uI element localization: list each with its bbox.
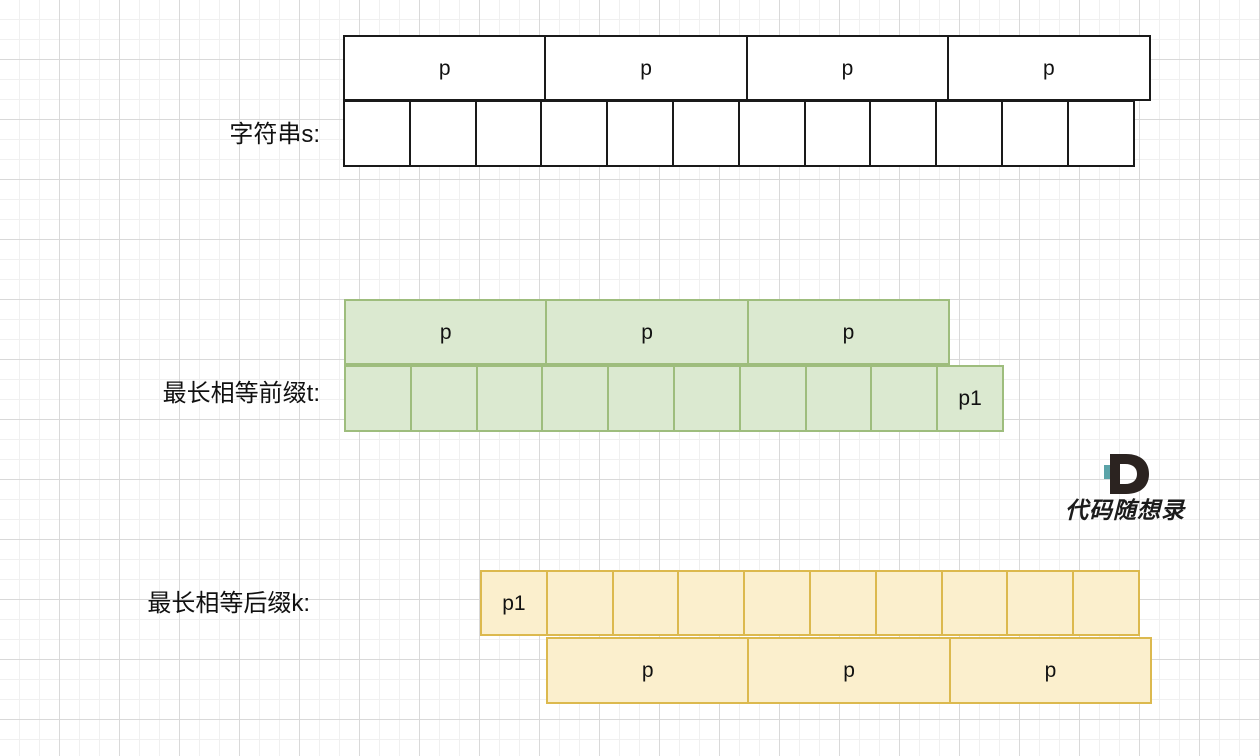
string-s-lower-cell-empty bbox=[1066, 100, 1135, 167]
prefix-t-lower-row: p1 bbox=[344, 365, 1004, 432]
string-s-upper-cell-p: p bbox=[947, 35, 1151, 101]
suffix-k-upper-cell-empty bbox=[743, 570, 811, 636]
prefix-t-lower-cell-empty bbox=[672, 365, 741, 432]
label-prefix-t: 最长相等前缀t: bbox=[162, 380, 320, 407]
suffix-k-upper-cell-empty bbox=[940, 570, 1009, 636]
suffix-k-upper-cell-empty bbox=[874, 570, 943, 636]
suffix-k-upper-cell-empty bbox=[808, 570, 877, 636]
string-s-lower-cell-empty bbox=[671, 100, 740, 167]
string-s-upper-cell-p: p bbox=[544, 35, 748, 101]
suffix-k-upper-cell-empty bbox=[545, 570, 614, 636]
string-s-lower-row bbox=[343, 100, 1135, 167]
suffix-k-upper-cell-empty bbox=[677, 570, 746, 636]
string-s-lower-cell-empty bbox=[606, 100, 674, 167]
watermark-text: 代码随想录 bbox=[1065, 497, 1185, 524]
label-string-s: 字符串s: bbox=[229, 121, 320, 148]
string-s-lower-cell-empty bbox=[803, 100, 872, 167]
string-s-lower-cell-empty bbox=[1000, 100, 1069, 167]
prefix-t-lower-cell-empty bbox=[607, 365, 675, 432]
prefix-t-lower-cell-empty bbox=[409, 365, 478, 432]
string-s-lower-cell-empty bbox=[408, 100, 477, 167]
prefix-t-lower-cell-empty bbox=[344, 365, 412, 432]
prefix-t-lower-cell-empty bbox=[870, 365, 939, 432]
suffix-k-lower-cell-p: p bbox=[546, 637, 750, 704]
prefix-t-lower-cell-p1: p1 bbox=[936, 365, 1004, 432]
suffix-k-lower-cell-p: p bbox=[747, 637, 951, 704]
string-s-lower-cell-empty bbox=[737, 100, 806, 167]
prefix-t-lower-cell-empty bbox=[804, 365, 873, 432]
prefix-t-lower-cell-empty bbox=[475, 365, 544, 432]
string-s-lower-cell-empty bbox=[540, 100, 609, 167]
prefix-t-lower-cell-empty bbox=[738, 365, 807, 432]
string-s-upper-cell-p: p bbox=[745, 35, 950, 101]
string-s-upper-cell-p: p bbox=[343, 35, 547, 101]
prefix-t-upper-cell-p: p bbox=[746, 299, 951, 365]
prefix-t-lower-cell-empty bbox=[541, 365, 610, 432]
suffix-k-lower-cell-p: p bbox=[948, 637, 1153, 704]
suffix-k-upper-cell-empty bbox=[1072, 570, 1140, 636]
suffix-k-upper-row: p1 bbox=[480, 570, 1140, 636]
suffix-k-upper-cell-empty bbox=[1006, 570, 1075, 636]
prefix-t-upper-cell-p: p bbox=[344, 299, 548, 365]
label-suffix-k: 最长相等后缀k: bbox=[147, 590, 310, 617]
daimasuixianglu-logo-icon bbox=[1096, 452, 1154, 496]
prefix-t-upper-cell-p: p bbox=[545, 299, 749, 365]
string-s-lower-cell-empty bbox=[935, 100, 1003, 167]
watermark: 代码随想录 bbox=[1044, 452, 1206, 522]
string-s-lower-cell-empty bbox=[343, 100, 411, 167]
string-s-lower-cell-empty bbox=[474, 100, 543, 167]
suffix-k-upper-cell-p1: p1 bbox=[480, 570, 548, 636]
suffix-k-upper-cell-empty bbox=[611, 570, 680, 636]
string-s-lower-cell-empty bbox=[869, 100, 938, 167]
